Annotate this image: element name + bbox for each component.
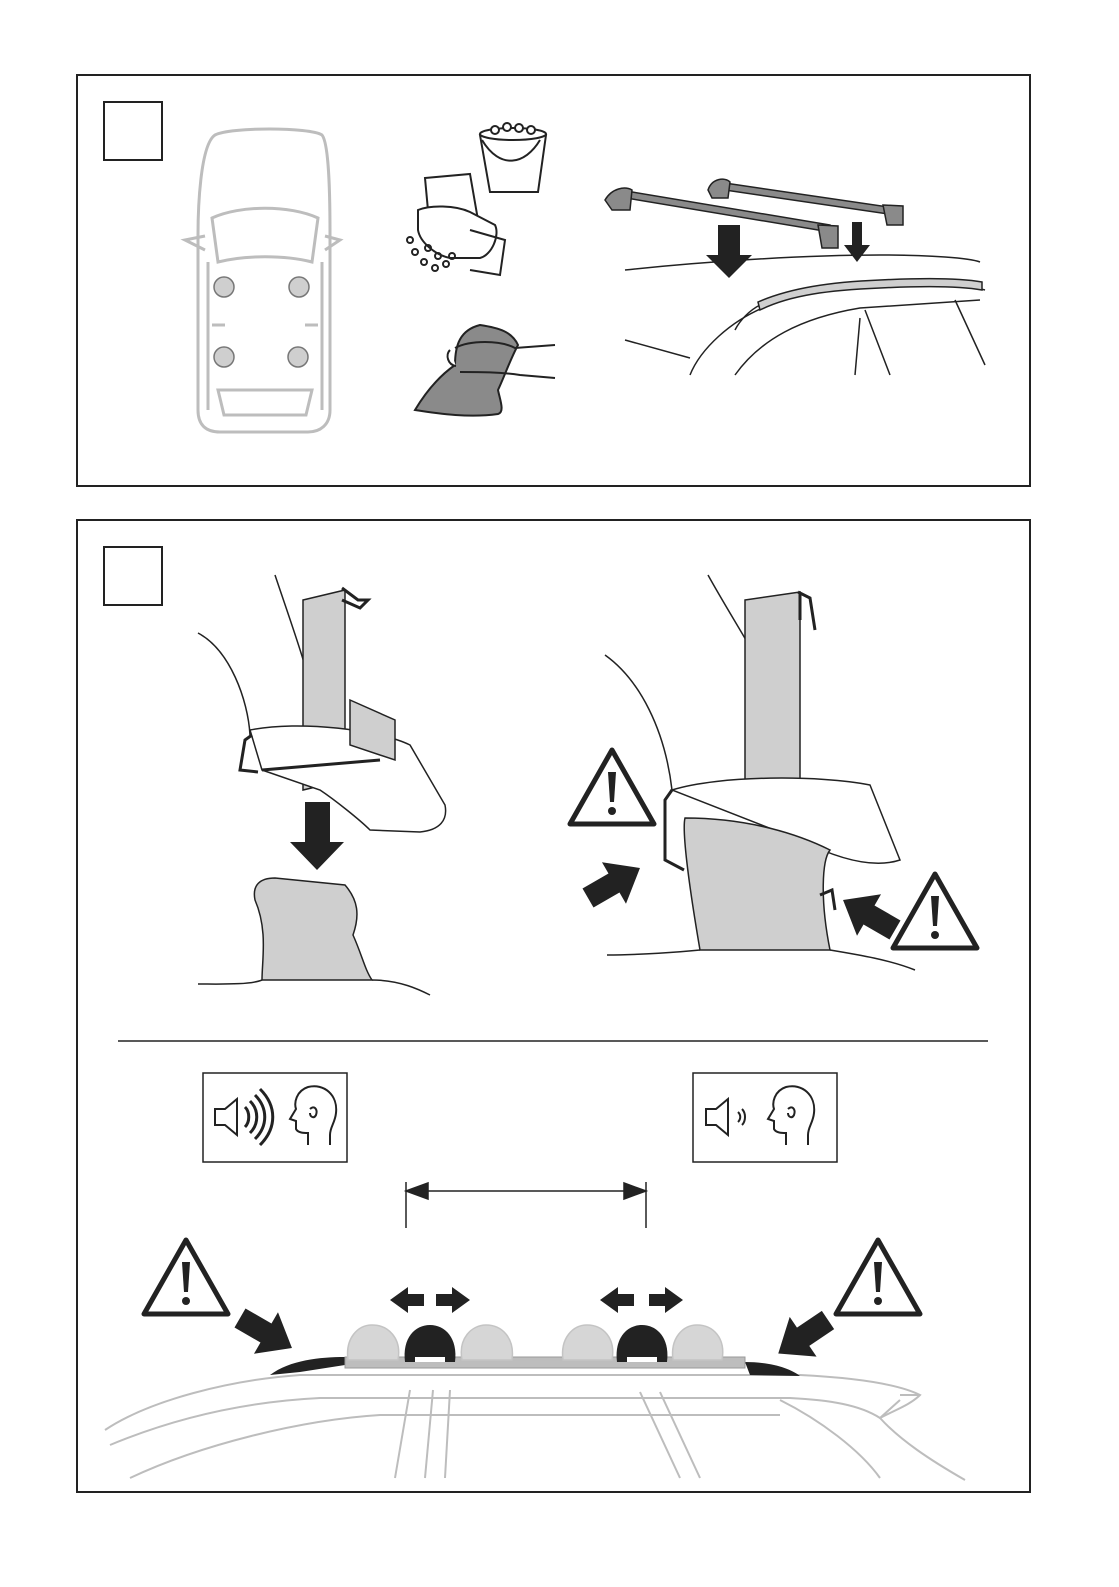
panel-2 [77,520,1030,1492]
sound-check-loud [203,1073,347,1162]
panel-1 [77,75,1030,486]
bucket-icon [480,123,546,192]
sound-check-quiet [693,1073,837,1162]
step-box-2 [104,547,162,605]
step-box-1 [104,102,162,160]
